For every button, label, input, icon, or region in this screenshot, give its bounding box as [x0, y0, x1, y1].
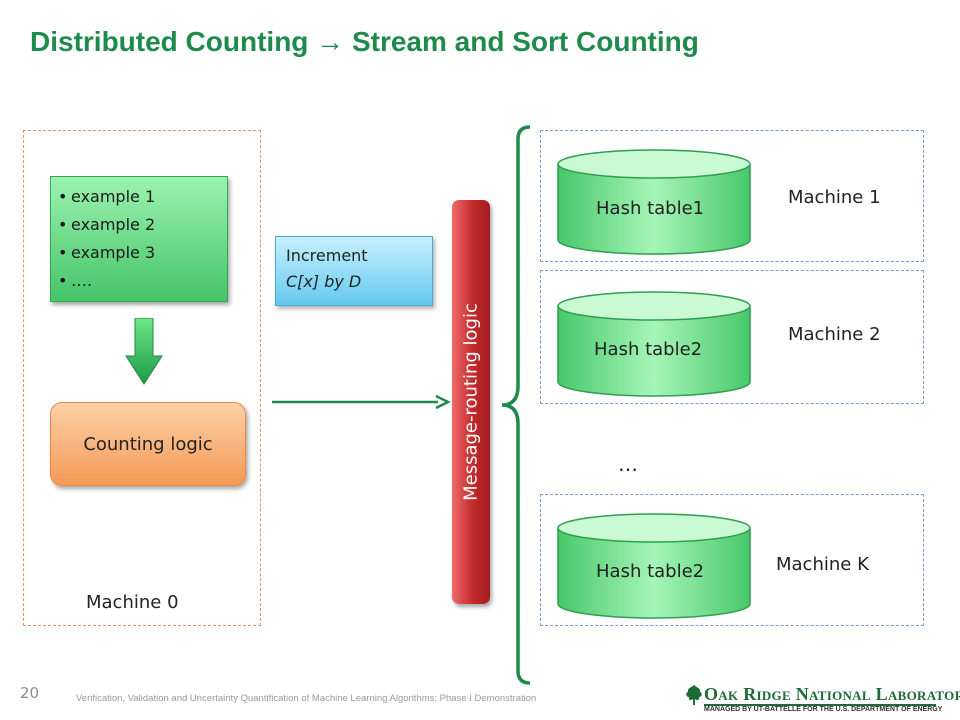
counting-logic-box: Counting logic — [50, 402, 246, 486]
message-routing-label: Message-routing logic — [460, 303, 482, 501]
hash-table-1-cylinder — [557, 149, 751, 255]
increment-line-1: Increment — [286, 246, 368, 265]
hash-table-2-label: Hash table2 — [594, 339, 703, 360]
ornl-divider — [704, 704, 936, 706]
down-arrow-icon — [125, 318, 163, 385]
ornl-subtitle: MANAGED BY UT-BATTELLE FOR THE U.S. DEPA… — [704, 706, 943, 713]
oak-leaf-icon — [686, 685, 702, 705]
message-routing-bar — [452, 200, 490, 604]
example-item: example 1 — [58, 183, 227, 211]
increment-line-2: C[x] by D — [286, 272, 362, 291]
ornl-name: Oak Ridge National Laboratory — [704, 684, 960, 704]
counting-logic-label: Counting logic — [83, 433, 213, 455]
example-item: …. — [58, 267, 227, 295]
curly-brace-icon — [501, 125, 531, 685]
examples-box: example 1 example 2 example 3 …. — [50, 176, 228, 302]
machine-k-region — [540, 494, 924, 626]
machine-0-label: Machine 0 — [86, 592, 179, 613]
example-item: example 3 — [58, 239, 227, 267]
hash-table-k-label: Hash table2 — [596, 561, 705, 582]
hash-table-2-cylinder — [557, 291, 751, 397]
examples-list: example 1 example 2 example 3 …. — [51, 183, 227, 295]
example-item: example 2 — [58, 211, 227, 239]
increment-box: Increment C[x] by D — [275, 236, 433, 306]
footer-text: Verification, Validation and Uncertainty… — [76, 693, 537, 704]
ellipsis: … — [618, 452, 641, 476]
hash-table-1-label: Hash table1 — [596, 198, 705, 219]
hash-table-k-cylinder — [557, 513, 751, 619]
page-number: 20 — [20, 684, 40, 702]
ornl-logo: Oak Ridge National Laboratory MANAGED BY… — [684, 684, 960, 718]
machine-2-label: Machine 2 — [788, 324, 881, 345]
machine-0-region — [23, 130, 261, 626]
right-arrow-icon — [272, 394, 451, 410]
machine-1-region — [540, 130, 924, 262]
machine-2-region — [540, 270, 924, 404]
machine-1-label: Machine 1 — [788, 187, 881, 208]
slide-title: Distributed Counting → Stream and Sort C… — [30, 26, 699, 57]
machine-k-label: Machine K — [776, 554, 869, 575]
